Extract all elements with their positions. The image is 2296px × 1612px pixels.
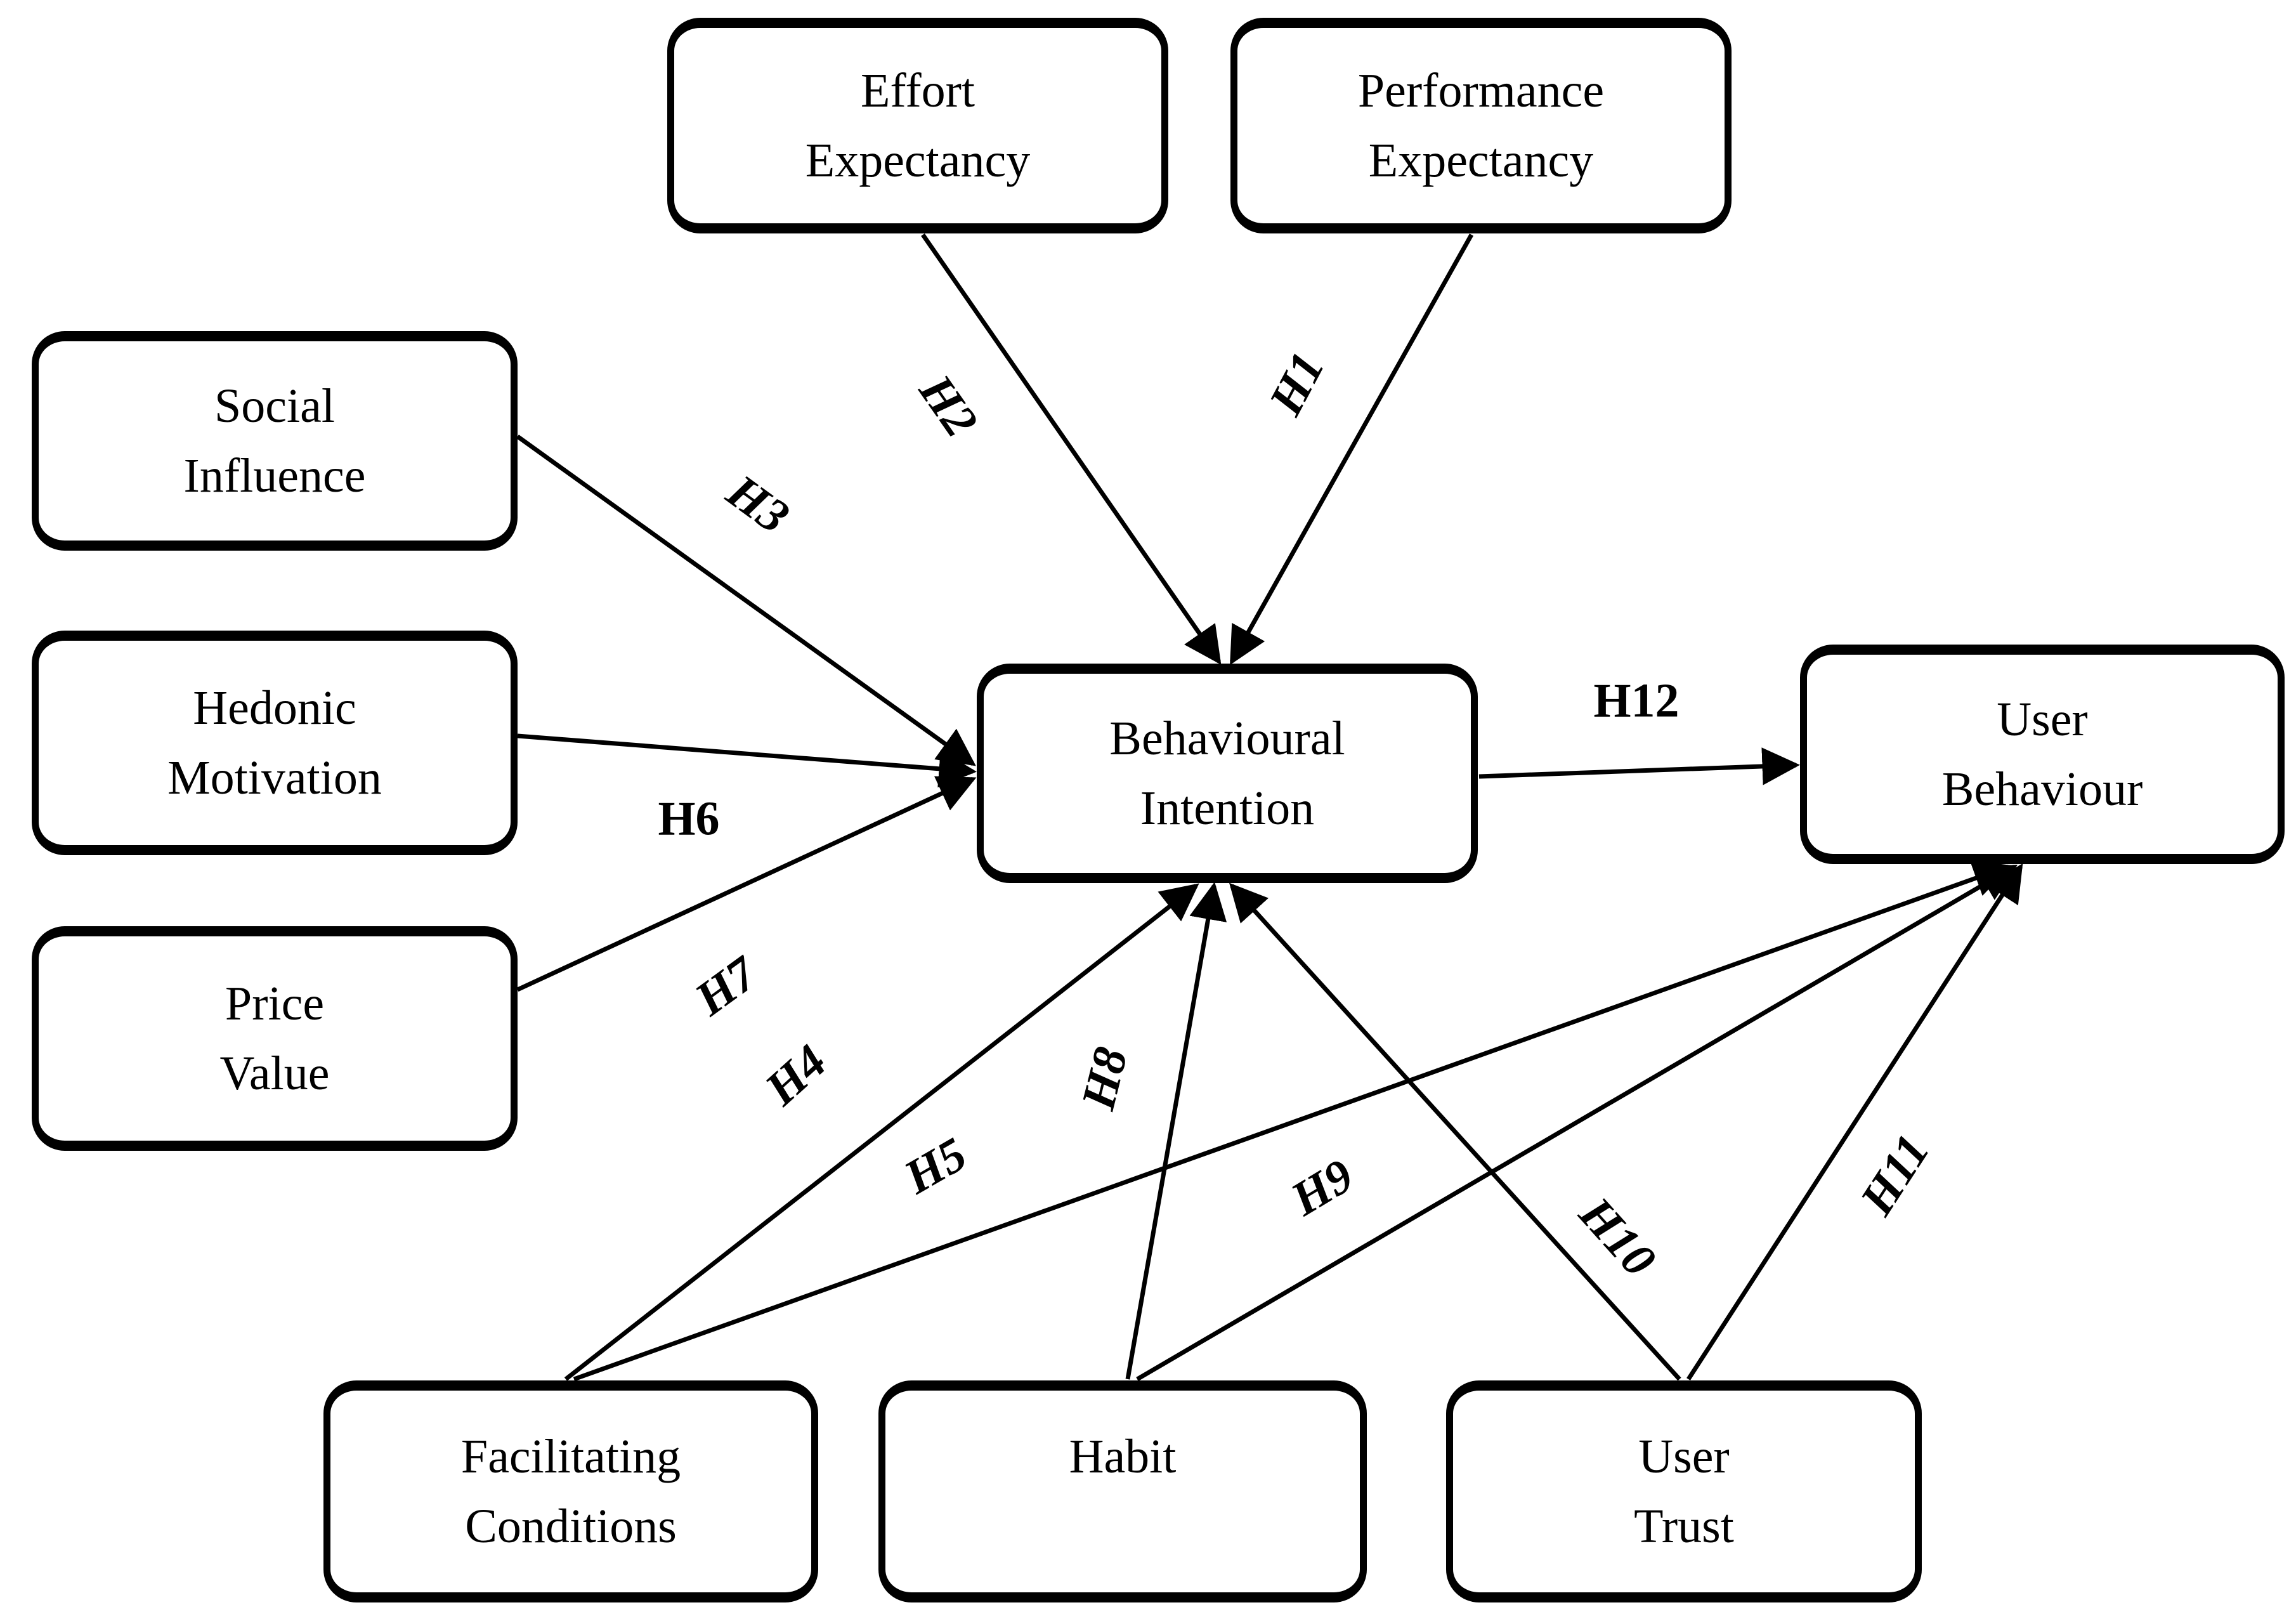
node-label: Expectancy [1368,134,1594,187]
arrow-h6 [517,733,977,788]
arrow-h7 [516,776,977,992]
node-label: Price [225,976,325,1030]
node-habit: Habit [878,1380,1367,1602]
arrow-h12 [1478,747,1800,785]
arrow-h1 [1229,233,1474,665]
node-label: User [1997,692,2088,746]
node-label: Motivation [167,751,382,804]
hypothesis-label-h6: H6 [658,792,720,846]
node-user-behaviour: User Behaviour [1800,645,2285,864]
node-label: Influence [183,449,366,502]
node-label: Social [214,379,335,433]
node-label: Value [219,1047,330,1100]
node-label: Expectancy [805,134,1031,187]
node-social-influence: Social Influence [32,331,518,551]
node-label: Trust [1634,1500,1734,1553]
arrow-h5 [573,860,2012,1382]
node-label: Conditions [465,1500,677,1553]
arrow-h9 [1136,864,2018,1382]
node-effort-expectancy: Effort Expectancy [667,18,1168,233]
arrow-h3 [516,435,976,766]
node-label: User [1638,1429,1730,1483]
node-label: Performance [1357,63,1605,117]
arrow-h11 [1686,863,2023,1380]
node-behavioural-intention: Behavioural Intention [977,664,1478,883]
node-user-trust: User Trust [1446,1380,1922,1602]
arrow-h8 [1125,882,1227,1380]
arrow-h2 [921,233,1222,665]
node-label: Behavioural [1109,711,1345,765]
node-label: Facilitating [460,1429,681,1483]
node-price-value: Price Value [32,926,518,1151]
node-label: Hedonic [193,681,356,735]
hypothesis-label-h12: H12 [1593,674,1680,728]
node-performance-expectancy: Performance Expectancy [1230,18,1732,233]
node-label: Intention [1140,782,1315,835]
node-hedonic-motivation: Hedonic Motivation [32,631,518,855]
node-label: Behaviour [1941,763,2143,816]
arrow-h10 [1229,882,1681,1381]
arrow-h4 [564,883,1199,1381]
node-label: Effort [860,63,975,117]
node-label: Habit [1069,1429,1177,1483]
node-facilitating-conditions: Facilitating Conditions [323,1380,818,1602]
